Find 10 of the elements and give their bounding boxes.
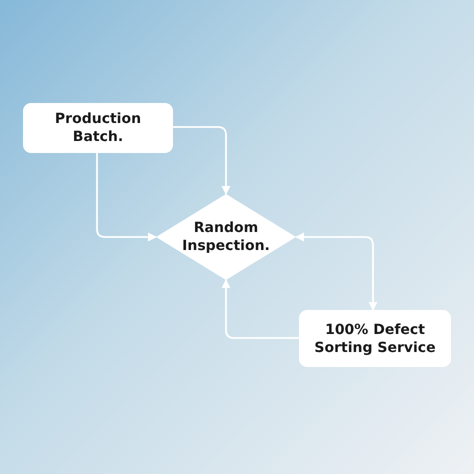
- node-label: Production Batch.: [54, 110, 142, 146]
- process-box: [23, 103, 173, 153]
- arrow: [295, 232, 378, 311]
- node-label: 100% Defect Sorting Service: [313, 320, 437, 356]
- decision-diamond: [156, 194, 296, 280]
- arrow: [96, 153, 157, 242]
- arrow: [222, 279, 299, 339]
- node-label: Random Inspection.: [182, 219, 270, 255]
- process-box: [299, 310, 451, 367]
- arrow: [173, 126, 230, 195]
